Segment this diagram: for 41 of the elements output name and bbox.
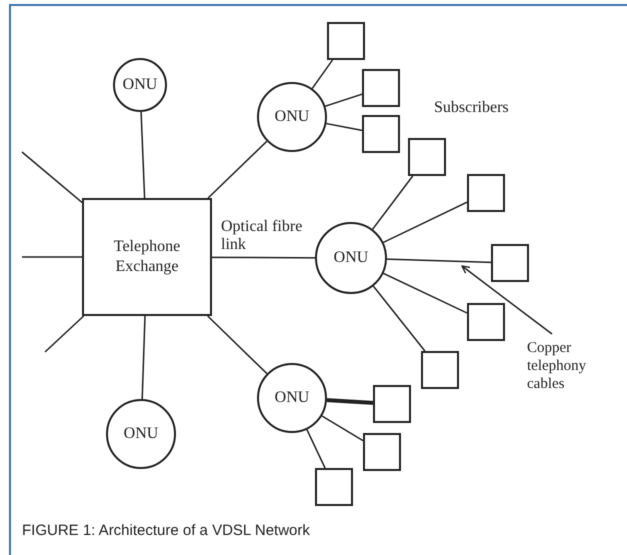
subscriber-box (373, 385, 411, 423)
connector-line (372, 176, 414, 230)
leader-arrow (461, 265, 552, 335)
connector-line (383, 272, 468, 314)
subscriber-box (408, 138, 446, 176)
subscriber-box (327, 22, 365, 60)
connector-line (141, 316, 146, 400)
connector-line (44, 315, 84, 353)
connector-line (208, 140, 268, 199)
connector-line (22, 256, 82, 258)
subscriber-box (362, 69, 400, 107)
node-label: ONU (334, 248, 368, 268)
connector-line (383, 201, 468, 244)
node-label: Telephone Exchange (112, 237, 182, 277)
subscriber-box (421, 351, 459, 389)
connector-line (312, 60, 334, 89)
subscriber-box (363, 433, 401, 471)
connector-line (326, 122, 362, 132)
subscriber-box (362, 115, 400, 153)
connector-line (326, 398, 374, 405)
connector-line (322, 415, 364, 442)
node-label: ONU (124, 424, 158, 444)
figure-caption: FIGURE 1: Architecture of a VDSL Network (22, 521, 310, 541)
connector-line (207, 315, 268, 374)
connector-line (212, 256, 315, 259)
connector-line (140, 112, 146, 198)
subscriber-box (491, 244, 529, 282)
subscriber-box (467, 303, 505, 341)
connector-line (306, 429, 326, 468)
subscriber-box (467, 174, 505, 212)
node-label: ONU (274, 388, 310, 408)
connector-line (372, 286, 426, 352)
node-label: ONU (122, 75, 158, 95)
node-label: Copper telephony cables (527, 339, 588, 393)
connector-line (386, 258, 492, 264)
connector-line (325, 93, 362, 107)
exchange-box (82, 198, 212, 316)
group-label: Subscribers (434, 98, 509, 118)
connector-line (22, 151, 82, 203)
node-label: ONU (274, 107, 310, 127)
subscriber-box (315, 468, 353, 506)
